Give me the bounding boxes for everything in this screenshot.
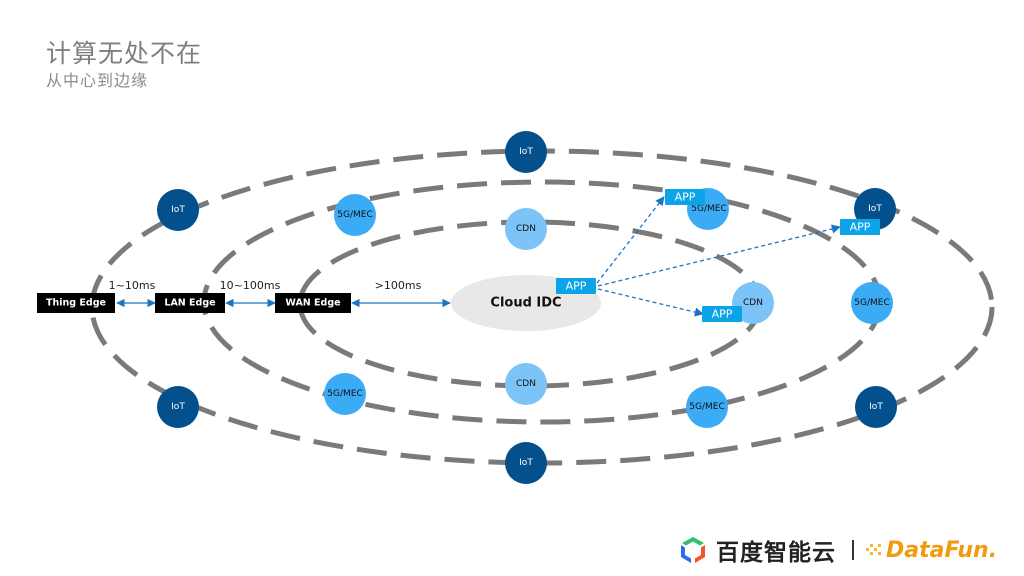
cloud-idc-label: Cloud IDC	[490, 296, 561, 311]
svg-text:5G/MEC: 5G/MEC	[689, 402, 724, 412]
svg-text:CDN: CDN	[743, 298, 763, 308]
svg-text:APP: APP	[675, 191, 696, 204]
svg-text:IoT: IoT	[519, 458, 533, 468]
app-badge-cloud: APP	[556, 278, 596, 294]
svg-text:IoT: IoT	[171, 402, 185, 412]
slide-subtitle: 从中心到边缘	[46, 71, 149, 90]
node-iot-top: IoT	[505, 131, 547, 173]
latency-label-1: 1~10ms	[109, 279, 156, 292]
svg-text:APP: APP	[712, 308, 733, 321]
footer-logos: 百度智能云 DataFun.	[678, 532, 997, 568]
edge-box-thing: Thing Edge	[37, 293, 115, 313]
edge-box-wan: WAN Edge	[275, 293, 351, 313]
svg-text:APP: APP	[850, 221, 871, 234]
node-mec-right: 5G/MEC	[851, 282, 893, 324]
baidu-cloud-logo-icon	[681, 537, 705, 563]
svg-text:APP: APP	[566, 280, 587, 293]
app-arrow-to-cdn	[597, 288, 704, 317]
svg-text:IoT: IoT	[868, 204, 882, 214]
app-badge-cdn: APP	[702, 306, 742, 322]
app-badge-mec: APP	[665, 189, 705, 205]
svg-text:WAN Edge: WAN Edge	[285, 298, 340, 309]
svg-text:5G/MEC: 5G/MEC	[854, 298, 889, 308]
svg-text:5G/MEC: 5G/MEC	[327, 389, 362, 399]
baidu-cloud-wordmark: 百度智能云	[716, 540, 836, 566]
latency-label-3: >100ms	[375, 279, 422, 292]
edge-box-lan: LAN Edge	[155, 293, 225, 313]
datafun-wordmark: DataFun.	[886, 537, 998, 563]
svg-text:IoT: IoT	[869, 402, 883, 412]
svg-text:5G/MEC: 5G/MEC	[691, 204, 726, 214]
node-mec-lower-right: 5G/MEC	[686, 386, 728, 428]
app-arrow-to-mec	[596, 196, 665, 284]
svg-text:LAN Edge: LAN Edge	[164, 298, 215, 309]
node-cdn-bottom: CDN	[505, 363, 547, 405]
svg-text:CDN: CDN	[516, 224, 536, 234]
svg-text:Thing Edge: Thing Edge	[46, 298, 106, 309]
svg-text:IoT: IoT	[171, 205, 185, 215]
logo-separator	[852, 540, 854, 560]
node-iot-lower-left: IoT	[157, 386, 199, 428]
datafun-logo: DataFun.	[866, 538, 997, 563]
datafun-dots-icon	[866, 543, 884, 557]
svg-text:5G/MEC: 5G/MEC	[337, 210, 372, 220]
node-iot-bottom: IoT	[505, 442, 547, 484]
app-badge-iot: APP	[840, 219, 880, 235]
svg-text:IoT: IoT	[519, 147, 533, 157]
node-mec-upper-left: 5G/MEC	[334, 194, 376, 236]
slide-title: 计算无处不在	[46, 39, 203, 68]
node-iot-upper-left: IoT	[157, 189, 199, 231]
node-mec-lower-left: 5G/MEC	[324, 373, 366, 415]
latency-label-2: 10~100ms	[220, 279, 281, 292]
node-cdn-top: CDN	[505, 208, 547, 250]
node-iot-lower-right: IoT	[855, 386, 897, 428]
svg-text:CDN: CDN	[516, 379, 536, 389]
node-cdn-right: CDN	[732, 282, 774, 324]
